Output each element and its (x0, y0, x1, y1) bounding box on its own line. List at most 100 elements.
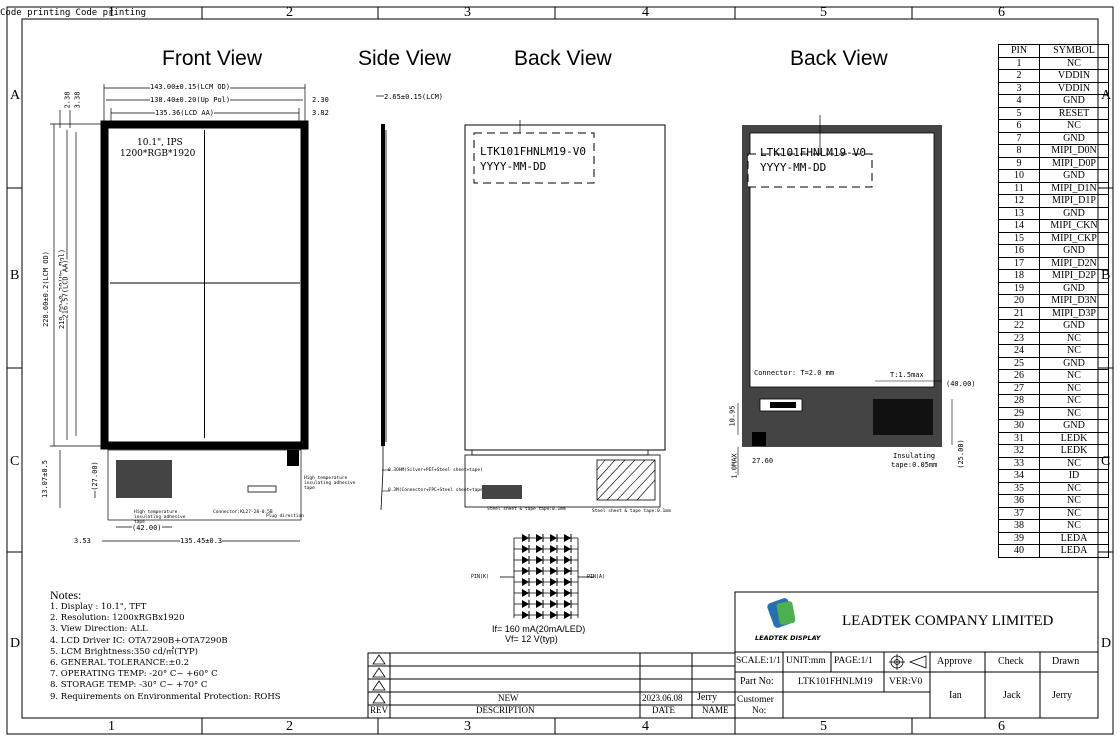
led-diode-icon (550, 545, 557, 553)
led-diode-icon (564, 556, 571, 564)
version-label: VER:V0 (889, 677, 923, 687)
side-label-lower: 0.3M(Connector+FPC+Steel sheet+tape) (388, 488, 486, 493)
back2-code-line1: LTK101FHNLM19-V0 (760, 146, 866, 159)
front-label-connector: Connector:KL27-28-0.5B (213, 510, 273, 515)
led-diode-icon (550, 567, 557, 575)
drawn-header: Drawn (1052, 656, 1080, 667)
check-header: Check (998, 656, 1024, 667)
revision-header-rev: REV (370, 705, 388, 715)
drawn-name: Jerry (1052, 690, 1072, 701)
part-no-label: Part No: (740, 676, 774, 687)
back2-connector-label: Connector: T=2.0 mm (754, 369, 835, 377)
led-diode-icon (536, 600, 543, 608)
side-label-upper: 0.3OHM(Silver+PEF+Steel sheet+tape) (388, 468, 483, 473)
led-diode-icon (550, 534, 557, 542)
zone-label-top-6: 6 (998, 5, 1005, 20)
part-no-value: LTK101FHNLM19 (798, 677, 873, 687)
zone-label-bottom-6: 6 (998, 719, 1005, 734)
led-diode-icon (536, 589, 543, 597)
led-diode-icon (522, 545, 529, 553)
notes-title: Notes: (50, 588, 82, 602)
pin-symbol: NC (1039, 506, 1109, 520)
note-item: 5. LCM Brightness:350 cd/㎡(TYP) (50, 646, 198, 657)
revision-header-desc: DESCRIPTION (476, 705, 535, 715)
led-diode-icon (564, 578, 571, 586)
zone-label-bottom-5: 5 (820, 719, 827, 734)
front-view-drawing (50, 84, 309, 542)
front-view-title: Front View (162, 47, 262, 70)
back-view-title-1: Back View (514, 47, 612, 70)
zone-label-left-b: B (10, 268, 20, 283)
note-item: 1. Display : 10.1", TFT (50, 602, 147, 612)
front-label-plug: Plug direction (266, 514, 304, 519)
led-voltage: Vf= 12 V(typ) (505, 634, 558, 644)
customer-label: Customer (737, 695, 774, 705)
back1-label-left-tape: Steel sheet & tape tape:0.1mm (487, 507, 566, 512)
led-pin-a: PIN(A) (587, 574, 606, 580)
led-diode-icon (522, 567, 529, 575)
pin-symbol: LEDA (1039, 544, 1109, 558)
back1-code-line2: YYYY-MM-DD (480, 160, 547, 173)
front-dim-pol-width: 138.40±0.20(Up Pol) (150, 96, 231, 104)
led-diode-icon (550, 611, 557, 619)
led-diode-icon (564, 589, 571, 597)
front-dim-lcm-width: 143.00±0.15(LCM OD) (150, 83, 231, 91)
back-view-2-drawing (737, 115, 953, 475)
front-dim-aa-width: 135.36(LCD AA) (155, 109, 215, 117)
side-view-drawing (376, 95, 390, 510)
zone-label-top-1: 1 (108, 5, 115, 20)
back2-dim-40: (40.00) (946, 380, 976, 388)
front-dim-353: 3.53 (74, 537, 91, 545)
back-view-title-2: Back View (790, 47, 888, 70)
front-dim-13545: 135.45±0.3 (180, 537, 223, 545)
back2-insulating-2: tape:0.05mm (891, 461, 938, 469)
note-item: 7. OPERATING TEMP: -20° C~ +60° C (50, 669, 218, 680)
zone-label-left-c: C (10, 454, 20, 469)
approve-name: Ian (949, 690, 962, 701)
back2-code-line2: YYYY-MM-DD (760, 161, 827, 174)
led-diode-icon (564, 534, 571, 542)
led-diode-icon (550, 578, 557, 586)
logo-text: LEADTEK DISPLAY (755, 634, 821, 642)
side-dim-thickness: 2.65±0.15(LCM) (384, 93, 444, 101)
led-diode-icon (536, 578, 543, 586)
back2-insulating-1: Insulating (893, 452, 936, 460)
note-item: 8. STORAGE TEMP: -30° C~ +70° C (50, 680, 208, 691)
approve-header: Approve (937, 656, 972, 667)
panel-spec-line1: 10.1", IPS (137, 138, 183, 148)
led-diode-icon (564, 567, 571, 575)
led-diode-icon (536, 534, 543, 542)
front-dim-42: (42.00) (132, 524, 162, 532)
led-diode-icon (550, 556, 557, 564)
led-diode-icon (522, 589, 529, 597)
zone-label-left-d: D (10, 636, 21, 651)
led-diode-icon (550, 600, 557, 608)
back1-code-printing: Code printing (0, 8, 71, 18)
led-diode-icon (536, 611, 543, 619)
note-item: 3. View Direction: ALL (50, 624, 148, 635)
led-diode-icon (564, 600, 571, 608)
pin-number: 40 (998, 544, 1040, 558)
zone-label-bottom-1: 1 (108, 719, 115, 734)
front-label-tape: High temperature insulating adhesive tap… (134, 510, 186, 525)
led-pin-k: PIN(K) (471, 574, 490, 580)
